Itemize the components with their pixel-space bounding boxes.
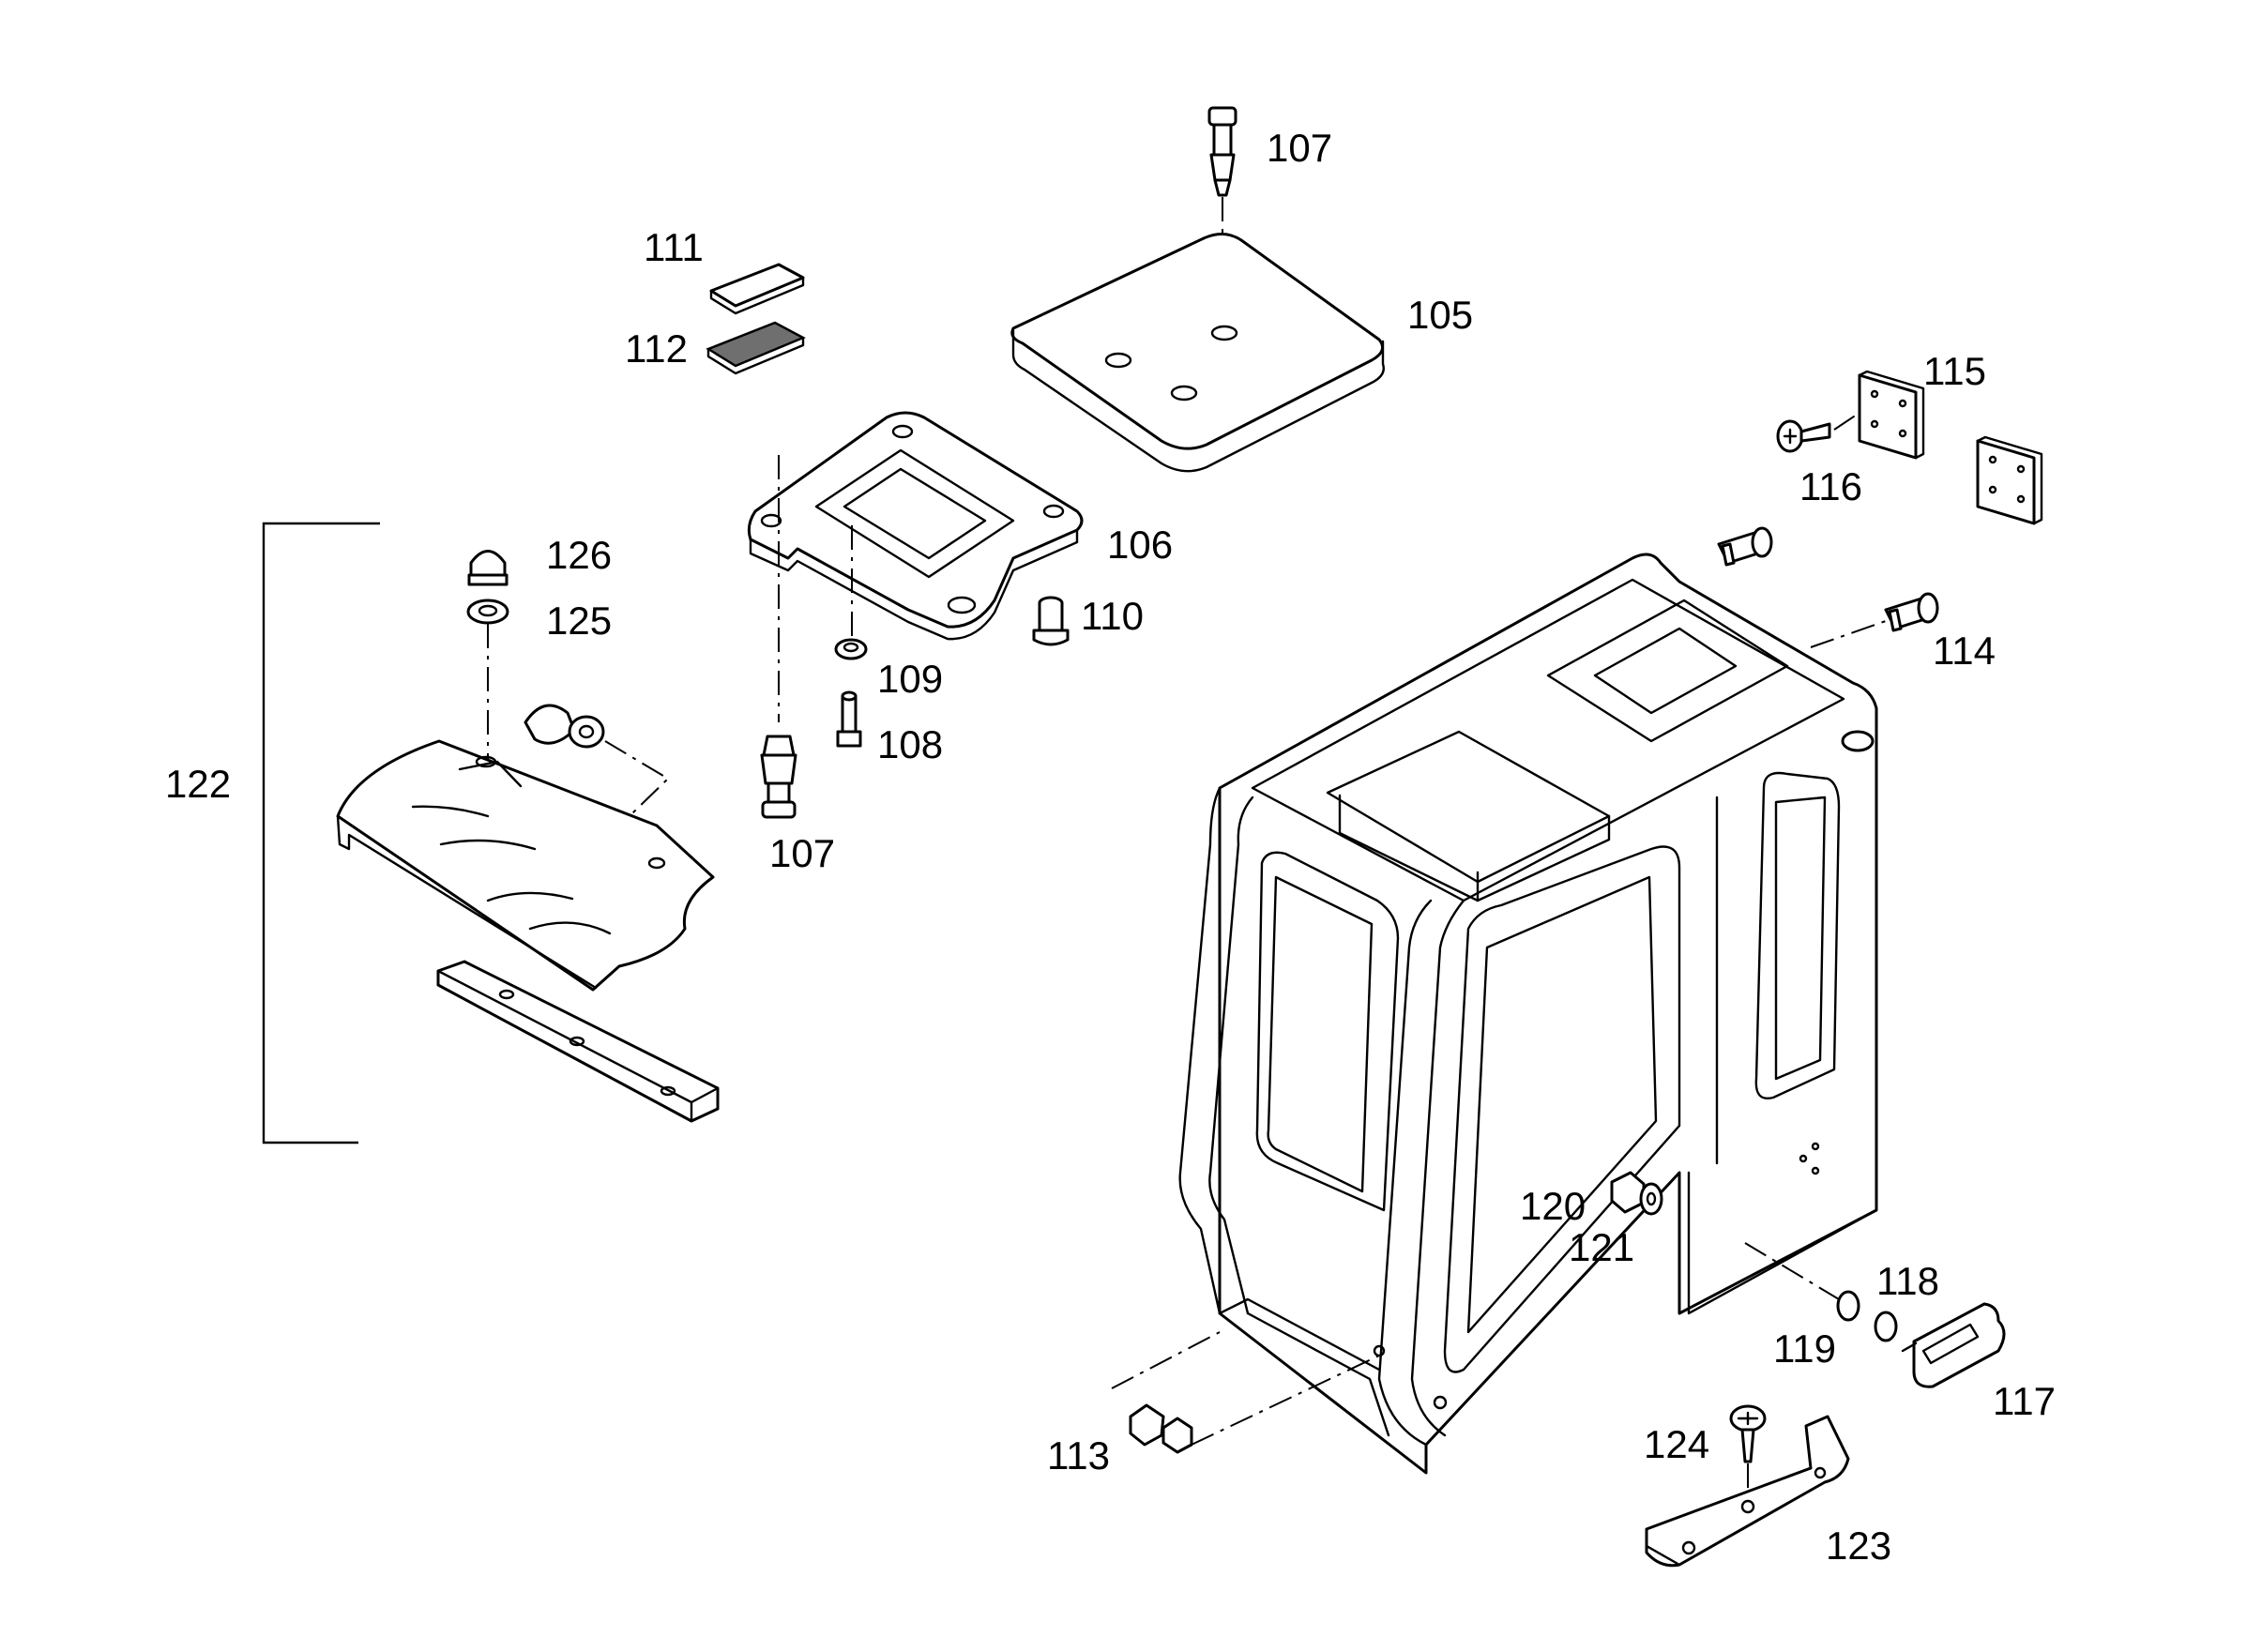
part-114-bolt-upper: [1717, 526, 1773, 567]
callout-110: 110: [1081, 594, 1144, 638]
callout-117: 117: [1993, 1379, 2056, 1423]
callout-125: 125: [546, 599, 612, 643]
part-108-bolt: [836, 690, 862, 748]
callout-107-bottom: 107: [769, 831, 835, 875]
part-107-top-pin: [1207, 106, 1237, 197]
callout-120: 120: [1520, 1184, 1586, 1228]
part-122-spacer-bar: [436, 960, 720, 1123]
callout-106: 106: [1107, 523, 1173, 567]
part-113-nut-left: [1129, 1403, 1165, 1447]
assembly-122-bracket-line: [262, 522, 380, 1144]
callout-114: 114: [1933, 629, 1996, 673]
washer-secondary: [568, 715, 605, 749]
part-113-nut-right: [1161, 1417, 1193, 1454]
callout-124: 124: [1644, 1422, 1709, 1466]
part-114-bolt-lower: [1884, 592, 1939, 632]
part-115-plate-secondary: [1976, 435, 2043, 525]
part-120-nut: [1610, 1171, 1646, 1214]
part-110-pin: [1032, 596, 1070, 646]
callout-113: 113: [1047, 1433, 1110, 1478]
callout-126: 126: [546, 533, 612, 577]
part-112-pad-textured: [706, 321, 806, 375]
part-116-screw: [1776, 419, 1831, 453]
callout-118: 118: [1876, 1259, 1939, 1303]
callout-111: 111: [644, 225, 704, 269]
part-117-latch-plate: [1901, 1302, 2006, 1388]
part-118-washer: [1874, 1311, 1898, 1342]
part-126-cap-nut: [467, 550, 509, 586]
part-105-plate: [1010, 233, 1385, 473]
callout-107-top: 107: [1267, 126, 1332, 170]
part-107-bottom-pin: [760, 735, 797, 819]
callout-121: 121: [1569, 1225, 1634, 1269]
part-119-washer: [1836, 1290, 1860, 1322]
callout-109: 109: [877, 657, 943, 701]
callout-108: 108: [877, 722, 943, 766]
part-115-plate: [1858, 370, 1925, 460]
part-111-pad: [709, 263, 805, 315]
part-121-washer: [1639, 1182, 1663, 1216]
callout-119: 119: [1773, 1326, 1836, 1371]
callout-115: 115: [1923, 349, 1986, 393]
cab-frame: [1178, 553, 1878, 1475]
callout-112: 112: [625, 326, 688, 371]
cap-nut-secondary: [524, 704, 576, 745]
part-122-cover: [336, 739, 715, 992]
callout-105: 105: [1407, 293, 1473, 337]
part-123-bracket: [1645, 1415, 1850, 1568]
callout-116: 116: [1799, 464, 1862, 508]
callout-122: 122: [165, 762, 231, 806]
part-106-mounting-bracket: [747, 411, 1084, 641]
part-109-washer: [834, 638, 868, 660]
callout-123: 123: [1826, 1523, 1891, 1568]
part-125-washer: [466, 599, 509, 625]
part-124-screw: [1729, 1404, 1767, 1463]
